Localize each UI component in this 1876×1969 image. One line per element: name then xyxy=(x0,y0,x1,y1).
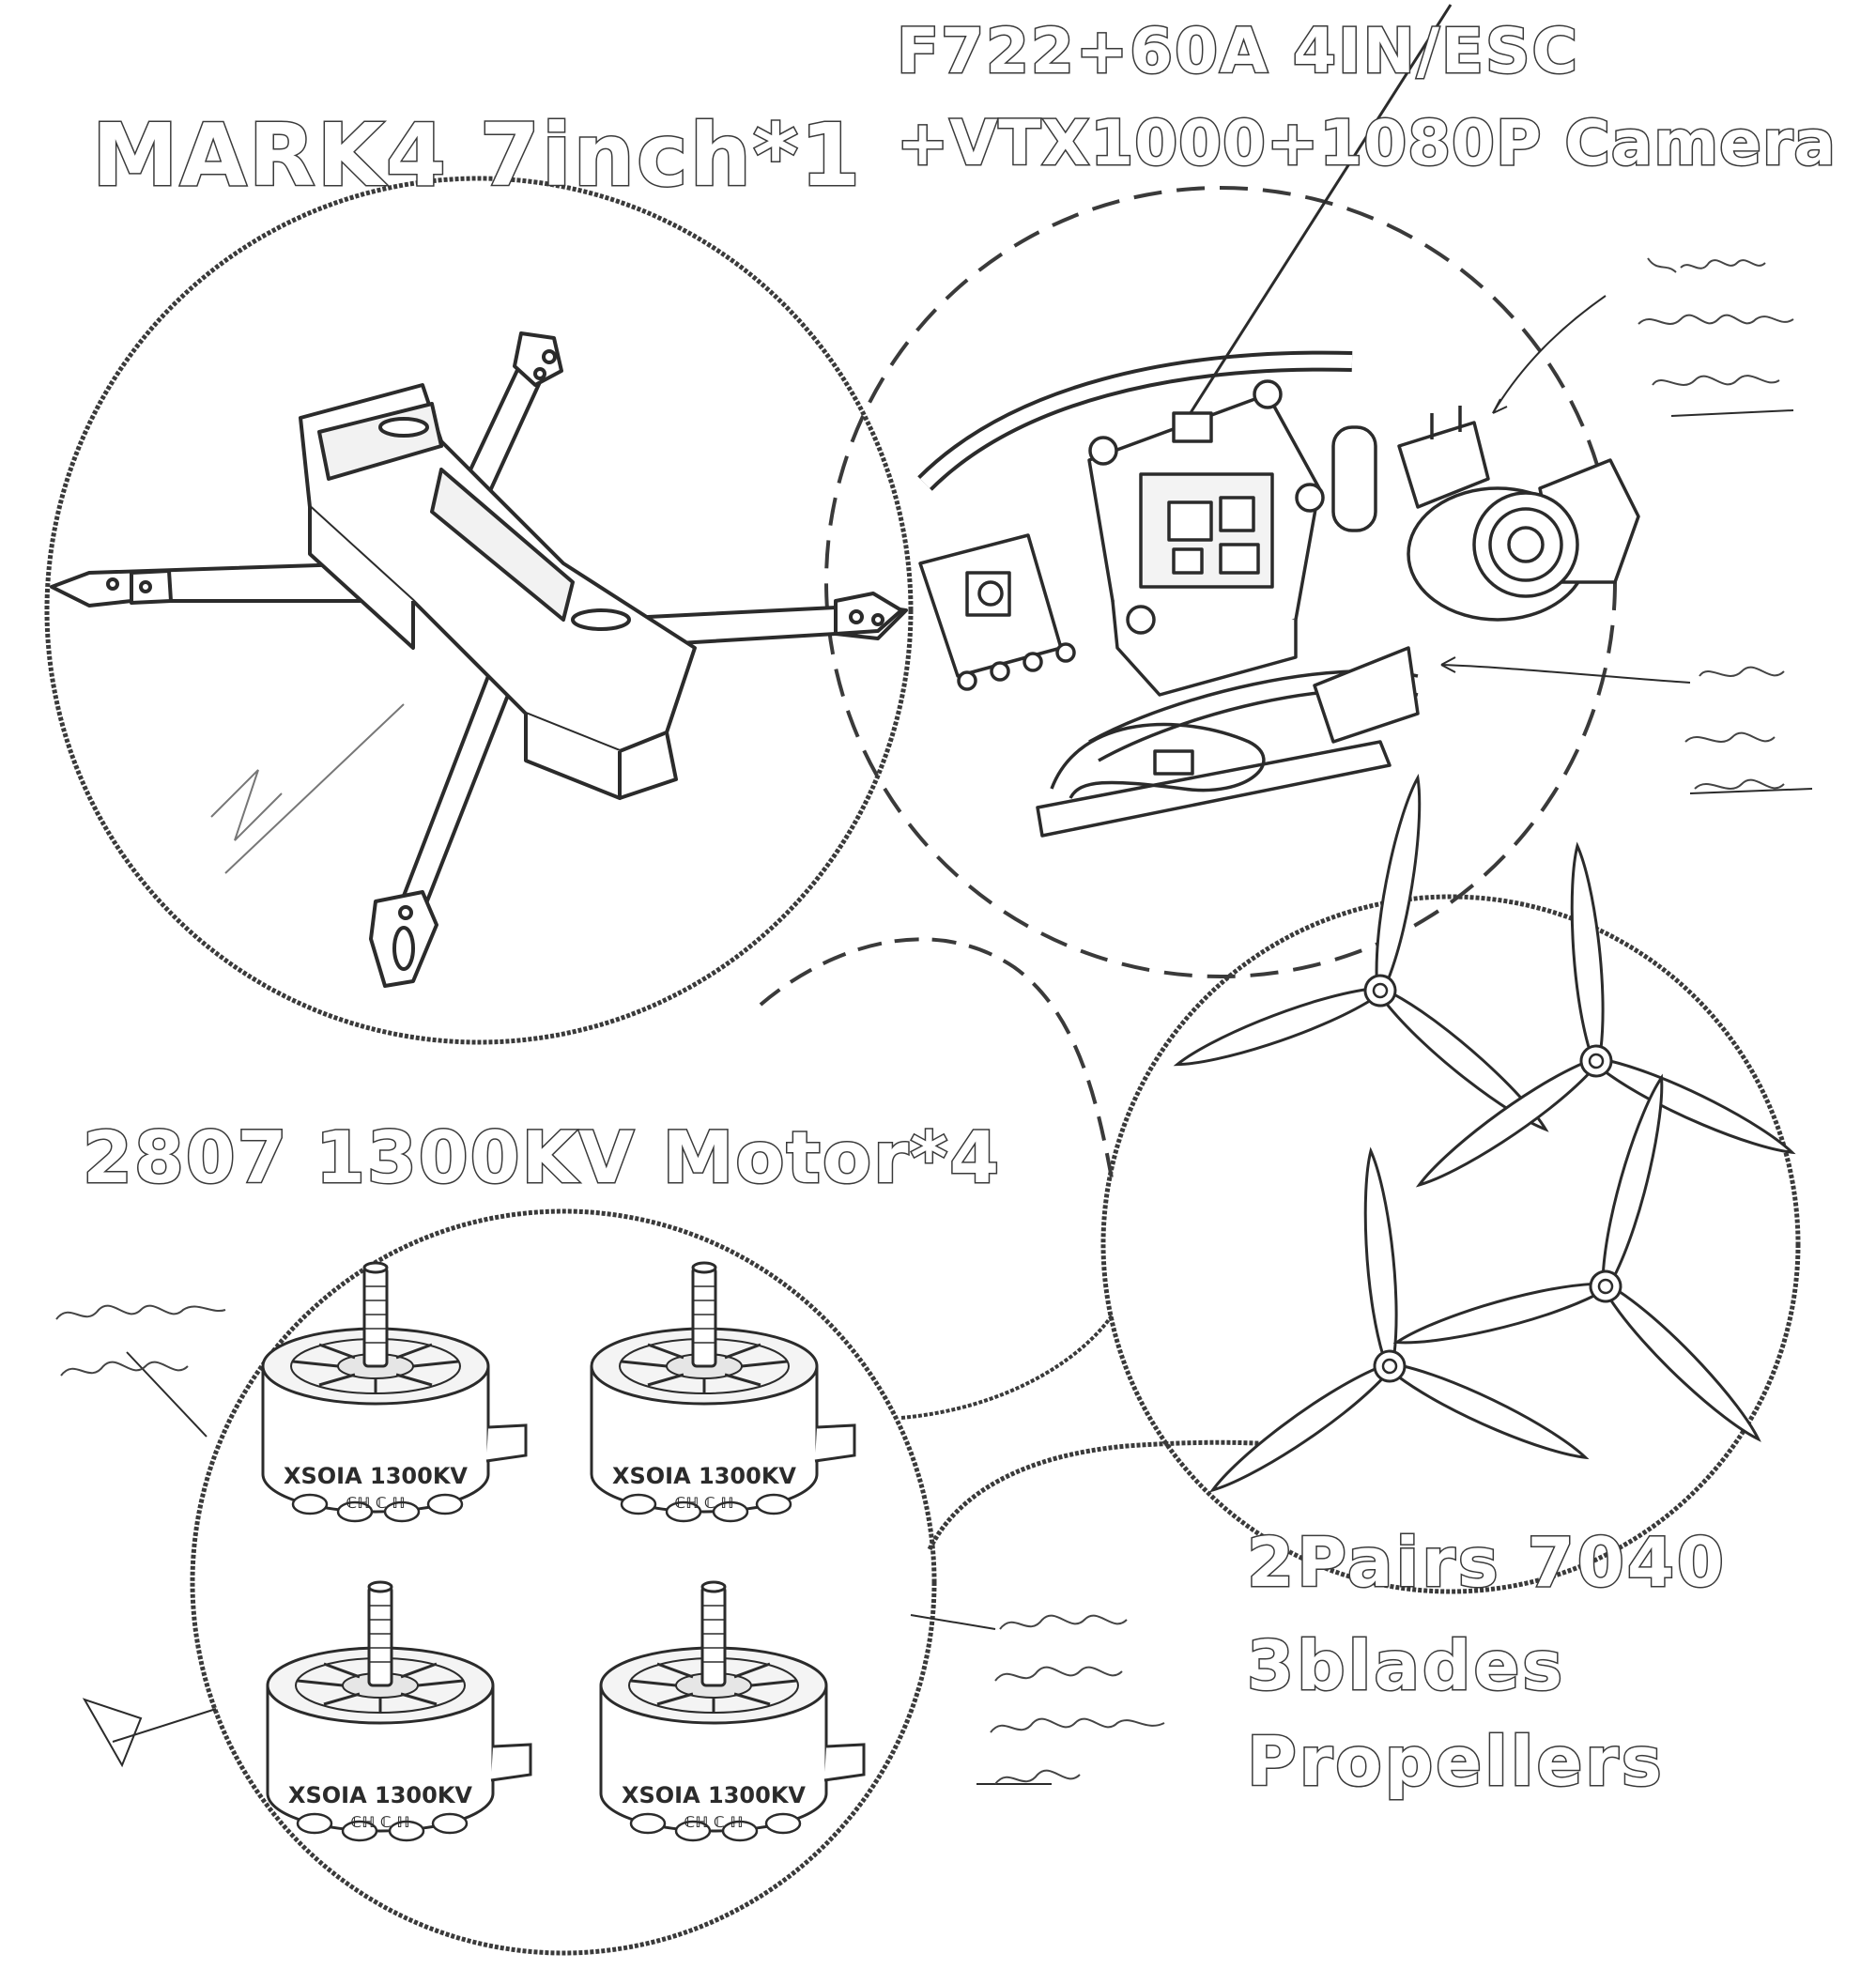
motor-circle xyxy=(190,1208,937,1956)
sketch-scribble xyxy=(210,703,405,874)
motor-labels: XSOIA 1300KV ℂℍ ℂ ℍ XSOIA 1300KV ℂℍ ℂ ℍ … xyxy=(284,1463,806,1831)
connector-curve xyxy=(759,937,1115,1184)
motor-model-label: XSOIA 1300KV xyxy=(622,1782,806,1808)
flight-controller-stack-drawing xyxy=(917,4,1640,838)
annotation-arrows xyxy=(82,295,1813,1785)
connector-curve xyxy=(900,1313,1115,1420)
prop-title-line2: 3blades xyxy=(1245,1626,1566,1705)
prop-title-line3: Propellers xyxy=(1246,1722,1665,1801)
frame-circle xyxy=(44,176,914,1045)
connector-curve xyxy=(927,1439,1297,1551)
propellers-drawing xyxy=(1167,743,1851,1504)
prop-title-line1: 2Pairs 7040 xyxy=(1245,1523,1728,1602)
motor-sub-label: ℂℍ ℂ ℍ xyxy=(346,1494,405,1512)
esc-title-line2: +VTX1000+1080P Camera xyxy=(896,107,1838,179)
motors-drawing xyxy=(261,1261,866,1842)
motor-sub-label: ℂℍ ℂ ℍ xyxy=(674,1494,733,1512)
motor-title: 2807 1300KV Motor*4 xyxy=(81,1115,1002,1199)
motor-sub-label: ℂℍ ℂ ℍ xyxy=(684,1813,743,1831)
drone-frame-drawing xyxy=(50,331,908,988)
motor-model-label: XSOIA 1300KV xyxy=(284,1463,468,1489)
motor-model-label: XSOIA 1300KV xyxy=(288,1782,472,1808)
handwritten-notes xyxy=(55,257,1794,1785)
prop-circle xyxy=(1100,894,1801,1594)
esc-title-line1: F722+60A 4IN/ESC xyxy=(896,15,1579,87)
motor-model-label: XSOIA 1300KV xyxy=(612,1463,796,1489)
motor-sub-label: ℂℍ ℂ ℍ xyxy=(350,1813,409,1831)
frame-title: MARK4 7inch*1 xyxy=(90,105,863,206)
